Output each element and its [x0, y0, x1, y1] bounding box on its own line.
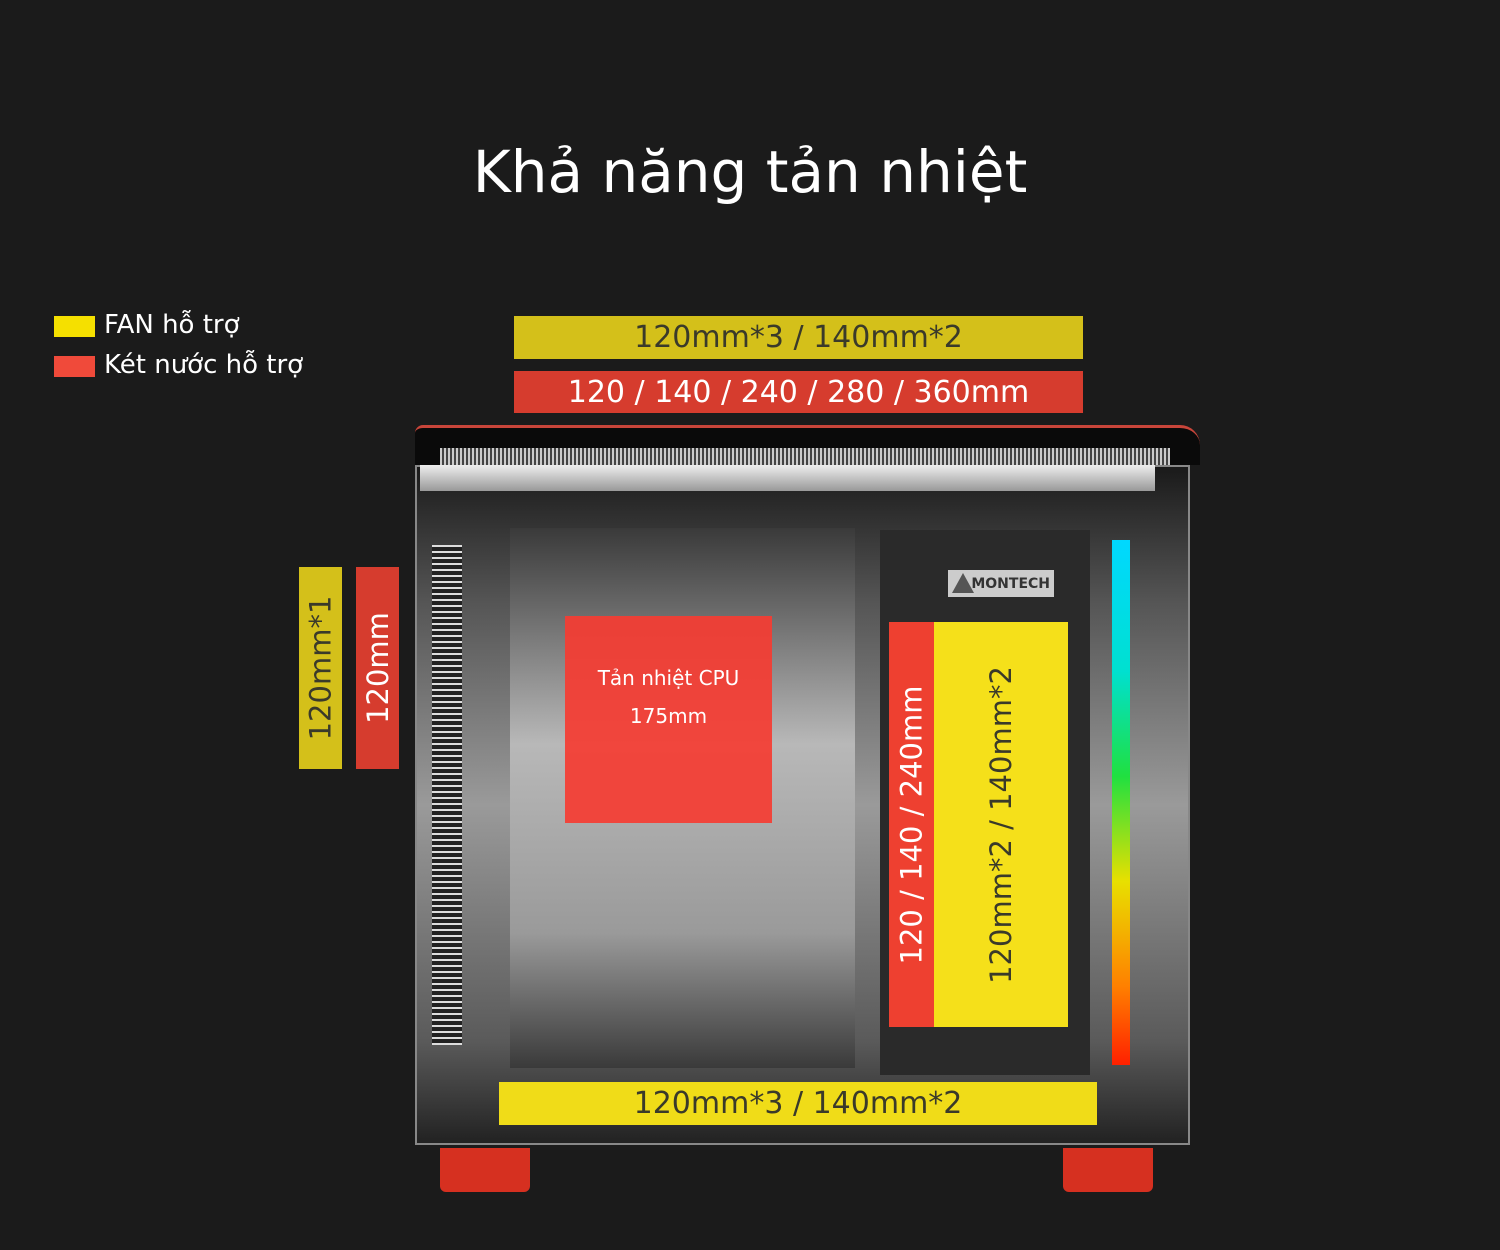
case-foot-right [1063, 1148, 1153, 1192]
legend-fan-swatch [54, 316, 95, 337]
case-rear-vent [432, 545, 462, 1045]
case-top-rail [420, 465, 1155, 491]
side-radiator-bar: 120 / 140 / 240mm [889, 622, 934, 1027]
brand-logo: MONTECH [948, 570, 1054, 597]
top-radiator-bar: 120 / 140 / 240 / 280 / 360mm [514, 371, 1083, 413]
side-fan-bar: 120mm*2 / 140mm*2 [934, 622, 1068, 1027]
case-top-mesh [440, 448, 1170, 466]
cpu-cooler-label: Tản nhiệt CPU [597, 666, 740, 690]
side-radiator-label: 120 / 140 / 240mm [894, 685, 929, 964]
case-foot-left [440, 1148, 530, 1192]
page-title: Khả năng tản nhiệt [472, 138, 1028, 206]
legend-fan-label: FAN hỗ trợ [104, 310, 240, 340]
top-fan-bar: 120mm*3 / 140mm*2 [514, 316, 1083, 359]
legend-radiator-swatch [54, 356, 95, 377]
side-fan-label: 120mm*2 / 140mm*2 [984, 665, 1018, 984]
cpu-cooler-value: 175mm [629, 704, 708, 728]
rear-fan-bar: 120mm*1 [299, 567, 342, 769]
rear-radiator-label: 120mm [360, 612, 395, 724]
rear-fan-label: 120mm*1 [303, 595, 338, 741]
rgb-strip [1112, 540, 1130, 1065]
bottom-fan-bar: 120mm*3 / 140mm*2 [499, 1082, 1097, 1125]
legend-radiator-label: Két nước hỗ trợ [104, 350, 304, 380]
rear-radiator-bar: 120mm [356, 567, 399, 769]
cpu-cooler-zone: Tản nhiệt CPU 175mm [565, 616, 772, 823]
